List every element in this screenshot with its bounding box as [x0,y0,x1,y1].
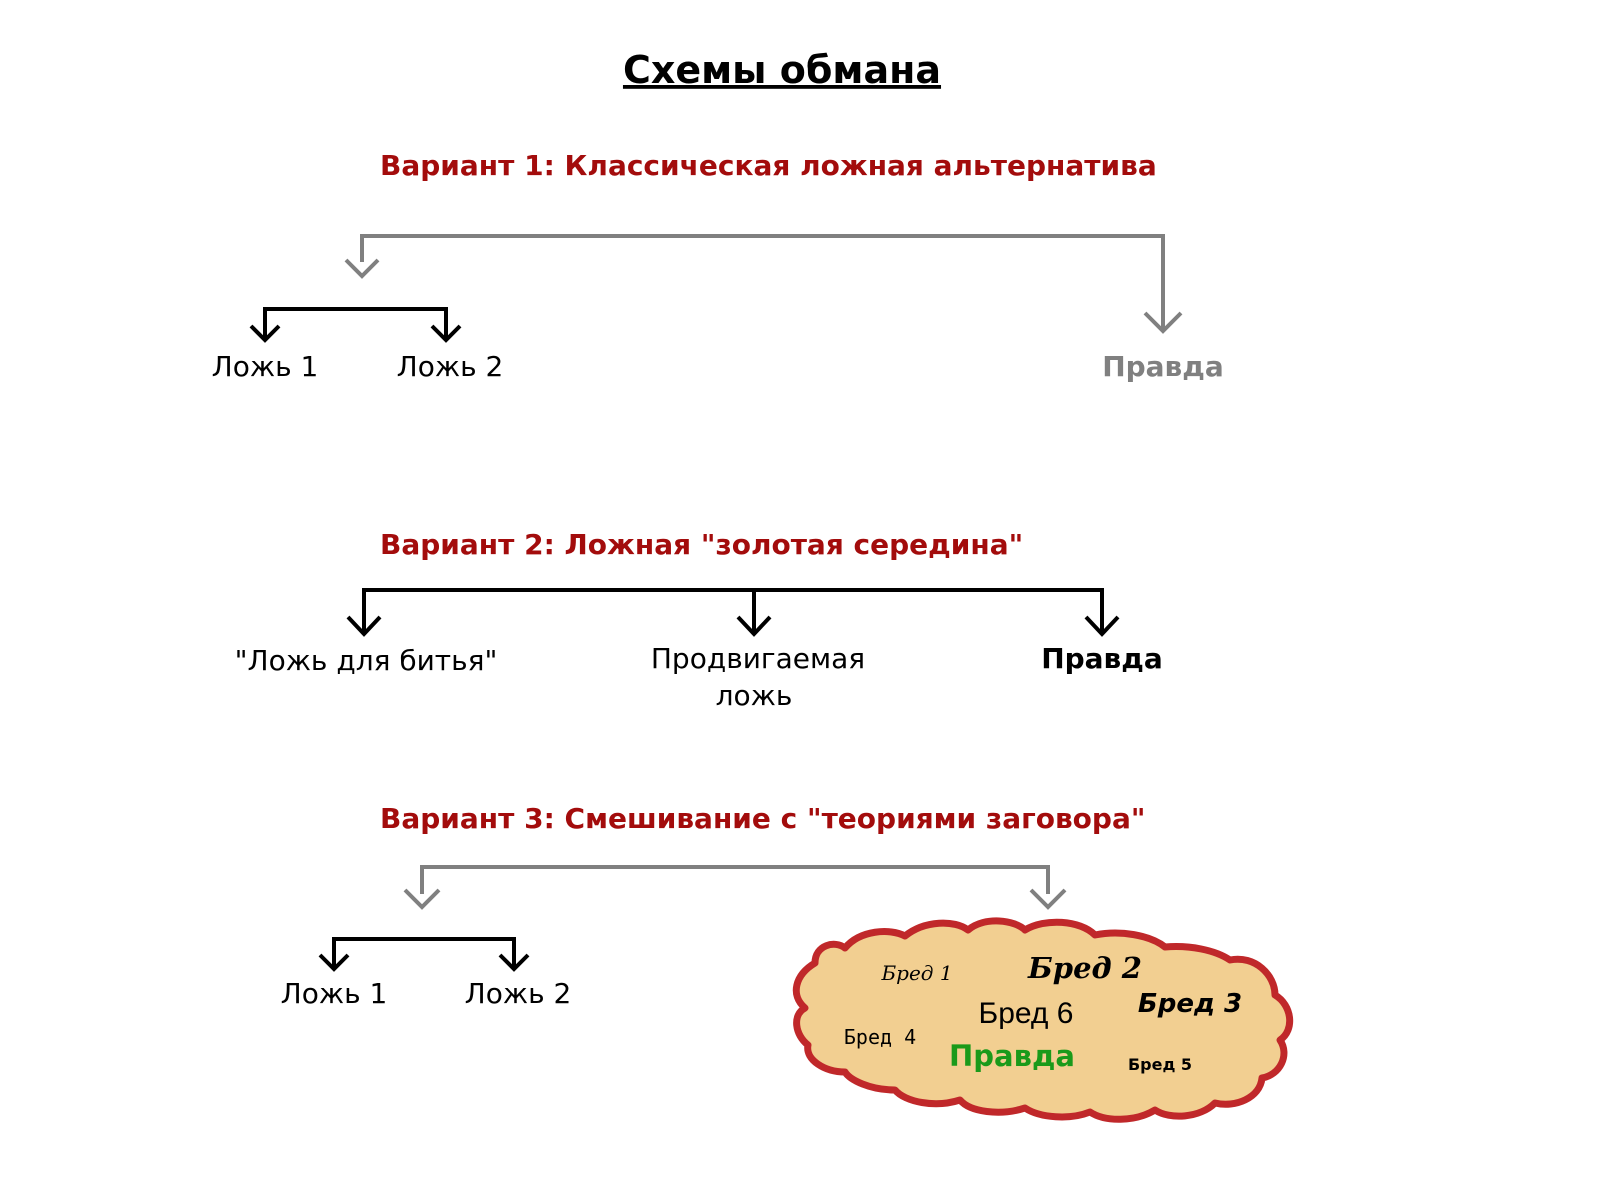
variant-1-inner-connector [263,307,448,339]
cloud-shape [792,917,1293,1123]
variant-3-arrowhead-lie1 [318,953,350,972]
variant-1-lie-2: Ложь 2 [397,350,504,383]
variant-3-heading: Вариант 3: Смешивание с "теориями загово… [380,802,1145,835]
cloud-bred-2: Бред 2 [1027,951,1142,985]
variant-1-lie-1: Ложь 1 [212,350,319,383]
variant-3-arrowhead-lie2 [498,953,530,972]
cloud-bred-1: Бред 1 [880,961,952,985]
cloud-bred-3: Бред 3 [1138,989,1242,1019]
variant-3-outer-connector [420,865,1050,894]
variant-2-promoted-lie-line-1: Продвигаемая [651,642,865,675]
variant-1-arrowhead-lie1 [249,324,281,343]
variant-2-promoted-lie-line-2: ложь [716,679,793,712]
page-title: Схемы обмана [623,48,941,92]
cloud-bred-5: Бред 5 [1128,1055,1192,1074]
variant-3-arrowhead-left-gray [403,888,441,910]
variant-3-lie-1: Ложь 1 [281,977,388,1010]
variant-1-truth: Правда [1102,350,1224,383]
variant-2-lie-to-beat: "Ложь для битья" [235,644,498,677]
variant-1: Вариант 1: Классическая ложная альтернат… [212,149,1224,383]
variant-2: Вариант 2: Ложная "золотая середина" "Ло… [235,528,1163,712]
cloud-truth: Правда [949,1039,1075,1073]
variant-3: Вариант 3: Смешивание с "теориями загово… [281,802,1293,1123]
variant-2-heading: Вариант 2: Ложная "золотая середина" [380,528,1023,561]
variant-1-heading: Вариант 1: Классическая ложная альтернат… [380,149,1157,182]
cloud-bred-4: Бред 4 [844,1025,916,1049]
variant-3-inner-connector [332,937,516,968]
variant-1-outer-connector [360,234,1165,330]
variant-2-connector [362,588,1104,634]
variant-2-arrowhead-right [1084,615,1120,637]
conspiracy-cloud: Бред 1 Бред 2 Бред 6 Бред 3 Бред 4 Правд… [792,917,1293,1123]
cloud-bred-6: Бред 6 [979,997,1074,1030]
variant-2-truth: Правда [1041,642,1163,675]
variant-2-arrowhead-middle [736,615,772,637]
variant-1-arrowhead-lie2 [430,324,462,343]
variant-1-arrowhead-truth [1143,311,1183,334]
variant-2-arrowhead-left [346,615,382,637]
variant-3-arrowhead-cloud [1029,888,1067,910]
variant-3-lie-2: Ложь 2 [465,977,572,1010]
variant-1-arrowhead-left-gray [344,258,380,279]
